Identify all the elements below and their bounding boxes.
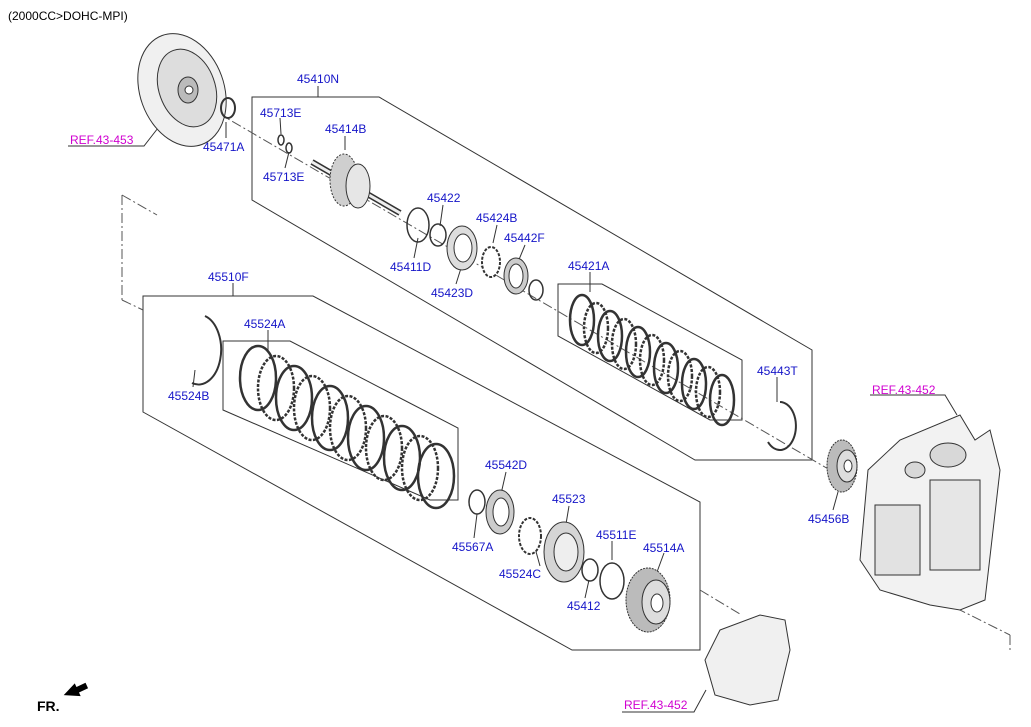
snap-ring-small	[528, 279, 544, 301]
gear-45514A	[625, 567, 671, 633]
piston-45542D	[485, 489, 515, 535]
part-label-45414B[interactable]: 45414B	[325, 122, 367, 136]
part-label-45524A[interactable]: 45524A	[244, 317, 286, 331]
part-label-45410N[interactable]: 45410N	[297, 72, 340, 86]
group-outline-45510F	[142, 295, 701, 651]
transmission-case	[859, 414, 1001, 611]
torque-converter	[137, 33, 227, 147]
ring-45567A	[468, 489, 486, 515]
part-label-45421A[interactable]: 45421A	[568, 259, 610, 273]
ring-45511E	[599, 562, 625, 600]
snap-ring-45524B	[191, 315, 223, 386]
front-direction-label: FR.	[37, 698, 60, 714]
part-label-45471A[interactable]: 45471A	[203, 140, 245, 154]
part-label-45713E-a[interactable]: 45713E	[260, 106, 302, 120]
ring-45422	[429, 223, 447, 247]
part-label-45514A[interactable]: 45514A	[643, 541, 685, 555]
part-label-45511E[interactable]: 45511E	[596, 528, 637, 542]
clutch-plates-45421A	[568, 293, 736, 427]
snap-ring-45443T	[767, 401, 797, 451]
ref-link-43-452-right[interactable]: REF.43-452	[872, 383, 936, 397]
seal-45471A	[220, 97, 236, 119]
piston-45423D	[446, 225, 478, 271]
bearing-45424B	[481, 246, 501, 278]
engine-spec-header: (2000CC>DOHC-MPI)	[8, 9, 128, 23]
input-shaft-45414B	[310, 153, 402, 216]
bearing-45524C	[518, 517, 542, 555]
part-label-45424B[interactable]: 45424B	[476, 211, 518, 225]
o-ring-45713E-b	[285, 142, 293, 154]
group-outline-45410N	[251, 96, 813, 461]
ref-link-43-453[interactable]: REF.43-453	[70, 133, 134, 147]
part-label-45411D[interactable]: 45411D	[390, 260, 432, 274]
part-label-45523[interactable]: 45523	[552, 492, 586, 506]
part-label-45524C[interactable]: 45524C	[499, 567, 542, 581]
part-label-45456B[interactable]: 45456B	[808, 512, 850, 526]
ref-link-43-452-bottom[interactable]: REF.43-452	[624, 698, 688, 712]
part-label-45510F[interactable]: 45510F	[208, 270, 249, 284]
part-label-45567A[interactable]: 45567A	[452, 540, 494, 554]
part-label-45542D[interactable]: 45542D	[485, 458, 528, 472]
retainer-45442F	[503, 257, 529, 295]
cover-plate	[704, 614, 791, 706]
gear-45456B	[826, 439, 858, 493]
drum-45523	[543, 521, 585, 583]
part-label-45412[interactable]: 45412	[567, 599, 601, 613]
clutch-pack-box-45421A	[557, 283, 743, 421]
ring-45412	[581, 558, 599, 582]
part-label-45422[interactable]: 45422	[427, 191, 461, 205]
front-arrow-icon	[63, 682, 89, 697]
part-label-45524B[interactable]: 45524B	[168, 389, 210, 403]
o-ring-45713E-a	[277, 134, 285, 146]
part-label-45442F[interactable]: 45442F	[504, 231, 545, 245]
ring-45411D	[406, 207, 430, 243]
part-label-45443T[interactable]: 45443T	[757, 364, 798, 378]
clutch-pack-box-45524A	[222, 340, 459, 501]
clutch-plates-45524A	[238, 344, 456, 510]
part-label-45713E-b[interactable]: 45713E	[263, 170, 305, 184]
part-label-45423D[interactable]: 45423D	[431, 286, 474, 300]
